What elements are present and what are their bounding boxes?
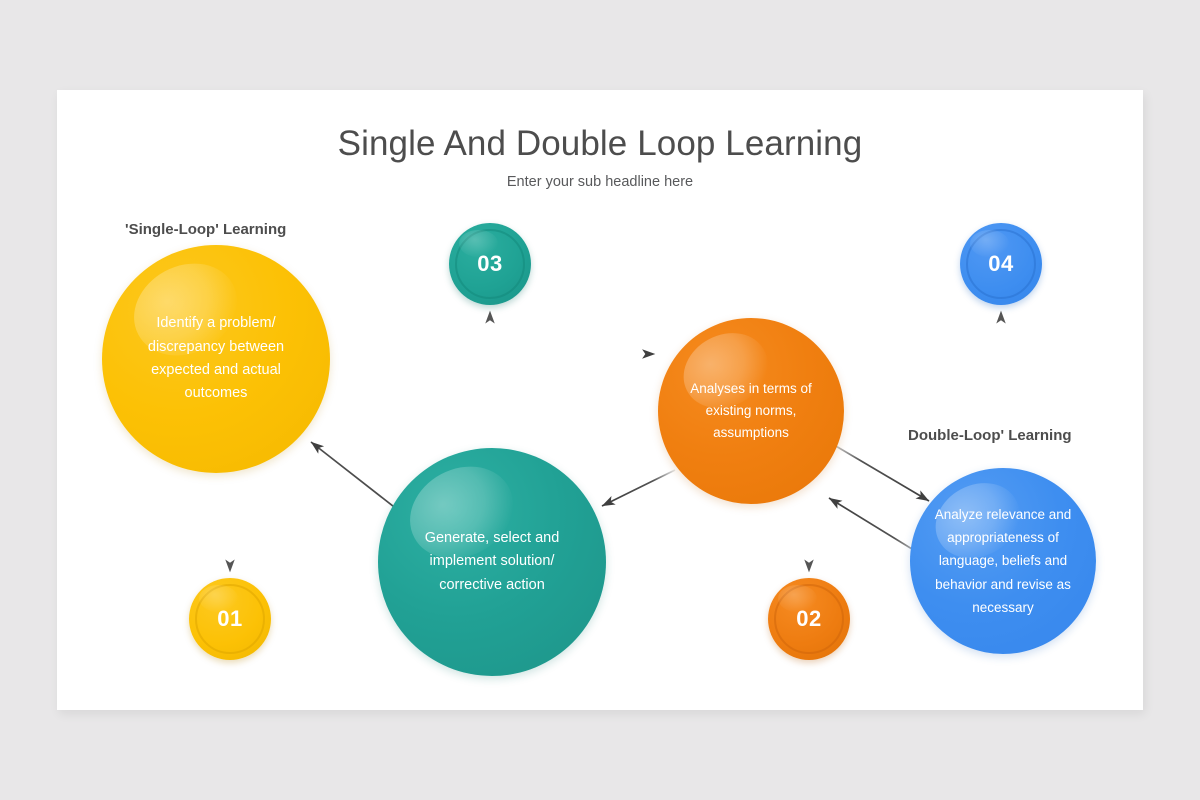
badge-step-04-number: 04 (988, 251, 1014, 276)
page-subtitle: Enter your sub headline here (506, 174, 694, 190)
badge-ring-04 (966, 229, 1036, 299)
bubble-analyses-norms-text: Analyses in terms of existing norms, ass… (690, 381, 812, 440)
badge-ring-01 (195, 584, 265, 654)
badge-step-04[interactable]: 04 (960, 223, 1042, 305)
connector-layer (225, 310, 1006, 573)
bubble-identify-problem-text: Identify a problem/ discrepancy between … (147, 315, 285, 402)
page-title: Single And Double Loop Learning (337, 124, 863, 163)
bubble-analyses-norms[interactable]: Analyses in terms of existing norms, ass… (658, 318, 844, 504)
arrow-analyses-to-generate (601, 469, 676, 507)
section-label-single-loop: 'Single-Loop' Learning (125, 221, 287, 238)
badge-step-03-number: 03 (477, 251, 503, 276)
bubble-analyze-relevance-text: Analyze relevance and appropriateness of… (934, 506, 1072, 615)
arrow-generate-to-identify (310, 441, 399, 511)
badge-ring-02 (774, 584, 844, 654)
bubble-analyze-relevance[interactable]: Analyze relevance and appropriateness of… (910, 468, 1096, 654)
slide-card: Single And Double Loop Learning Enter yo… (57, 90, 1143, 710)
badge-step-02-number: 02 (796, 606, 822, 631)
badge-ring-03 (455, 229, 525, 299)
section-label-double-loop: Double-Loop' Learning (908, 427, 1072, 444)
badge-step-01-number: 01 (217, 606, 243, 631)
badge-step-03[interactable]: 03 (449, 223, 531, 305)
bubble-identify-problem[interactable]: Identify a problem/ discrepancy between … (102, 245, 330, 473)
arrow-analyze-to-analyses (828, 497, 926, 558)
badge-step-02[interactable]: 02 (768, 578, 850, 660)
arrow-analyses-to-analyze (828, 441, 930, 502)
bubble-generate-solution-text: Generate, select and implement solution/… (424, 529, 560, 593)
badge-step-01[interactable]: 01 (189, 578, 271, 660)
bubble-generate-solution[interactable]: Generate, select and implement solution/… (378, 448, 606, 676)
